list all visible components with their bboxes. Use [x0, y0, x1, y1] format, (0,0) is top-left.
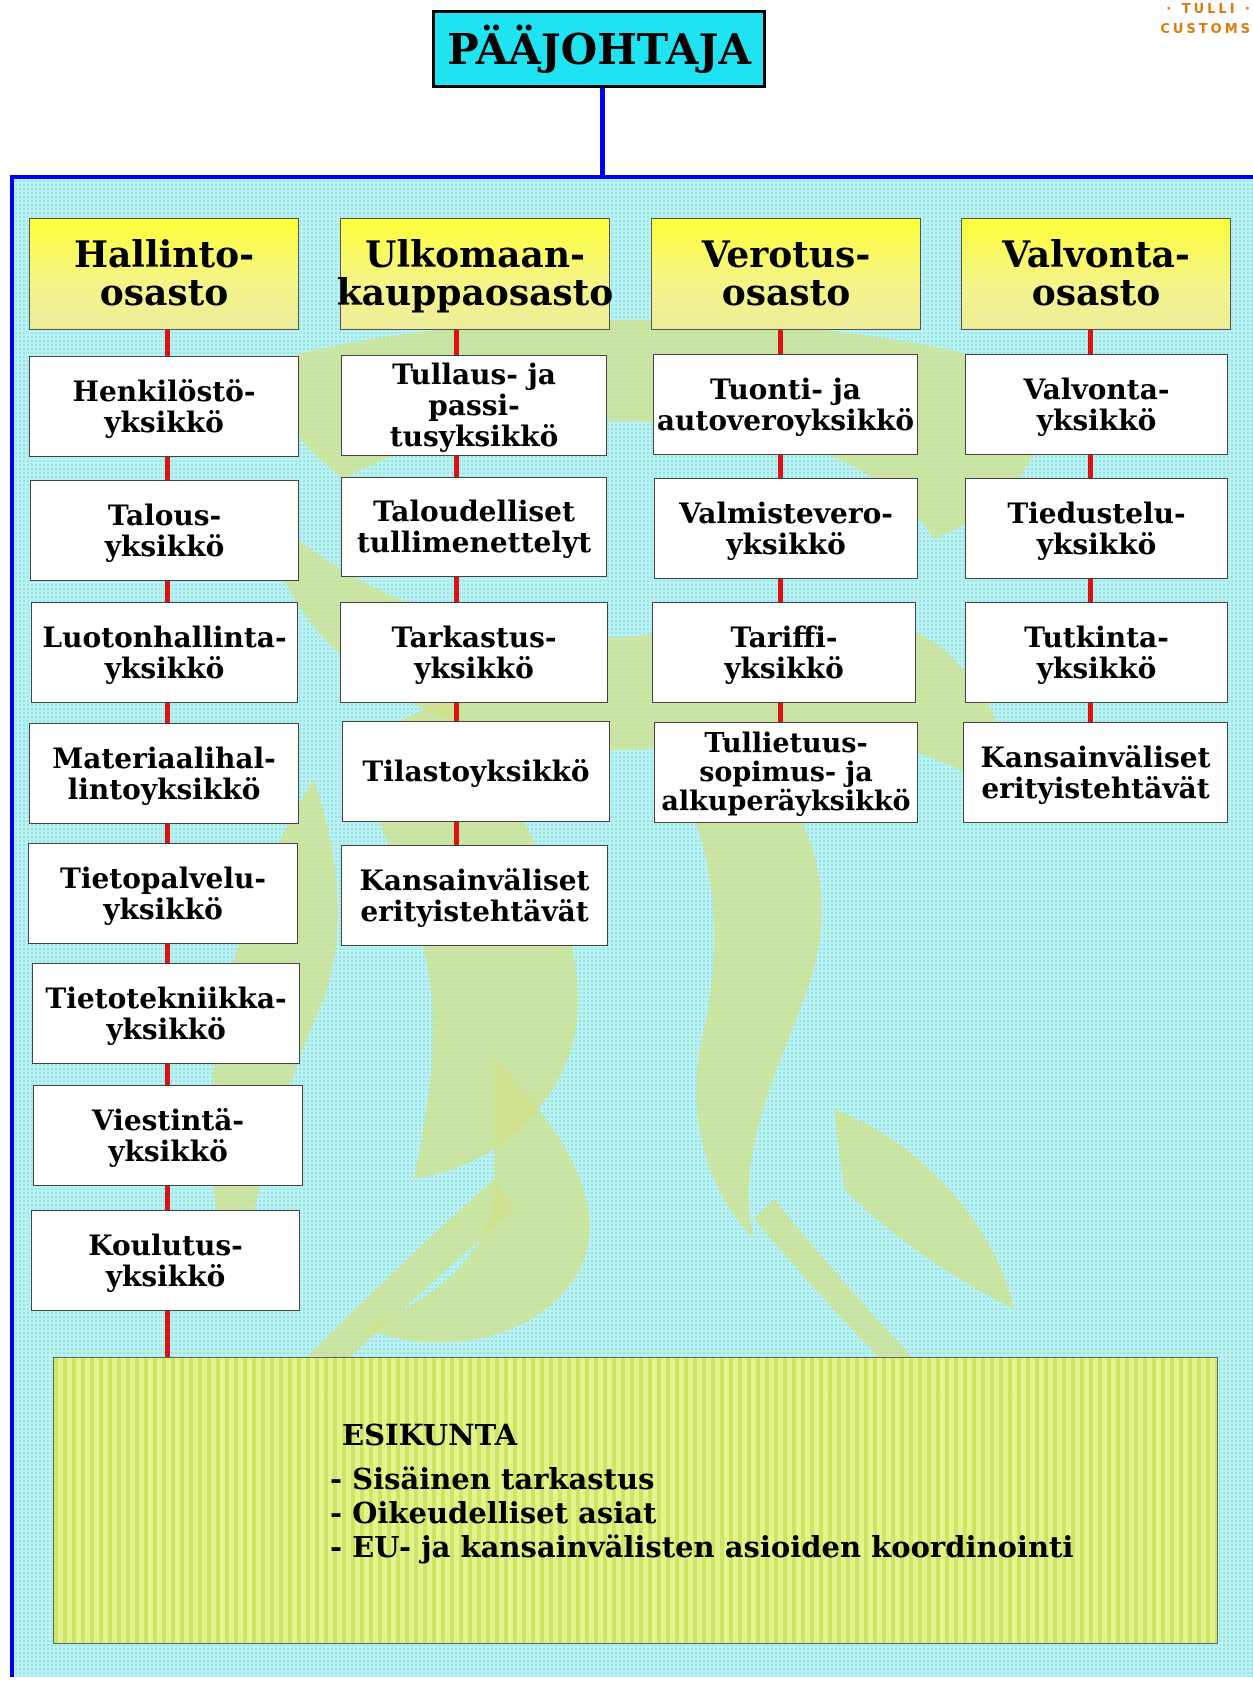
ceo-box: PÄÄJOHTAJA — [432, 10, 766, 88]
customs-logo: · TULLI · CUSTOMS — [1160, 0, 1253, 40]
staff-title: ESIKUNTA — [342, 1418, 518, 1452]
dept-valvonta: Valvonta- osasto — [961, 218, 1231, 330]
unit-kansainvaliset-valvonta: Kansainväliset erityistehtävät — [963, 722, 1228, 823]
unit-tietotekniikka: Tietotekniikka- yksikkö — [32, 963, 300, 1064]
staff-item: - Oikeudelliset asiat — [330, 1496, 657, 1530]
unit-talous: Talous- yksikkö — [30, 480, 299, 581]
staff-list: - Sisäinen tarkastus - Oikeudelliset asi… — [330, 1462, 1073, 1564]
unit-tietopalvelu: Tietopalvelu- yksikkö — [28, 843, 298, 944]
ceo-title: PÄÄJOHTAJA — [447, 24, 751, 74]
unit-luotonhallinta: Luotonhallinta- yksikkö — [31, 602, 298, 703]
unit-materiaalihallinto: Materiaalihal- lintoyksikkö — [29, 723, 299, 824]
unit-tullietuus-alkupera: Tullietuus- sopimus- ja alkuperäyksikkö — [654, 722, 918, 823]
staff-item: - EU- ja kansainvälisten asioiden koordi… — [330, 1530, 1074, 1564]
unit-tariffi: Tariffi- yksikkö — [652, 602, 916, 703]
unit-koulutus: Koulutus- yksikkö — [31, 1210, 300, 1311]
unit-valmistevero: Valmistevero- yksikkö — [654, 478, 918, 579]
unit-taloudelliset-tullimenettelyt: Taloudelliset tullimenettelyt — [341, 477, 607, 577]
unit-tullaus-passitus: Tullaus- ja passi- tusyksikkö — [341, 355, 607, 456]
staff-box — [53, 1357, 1218, 1644]
unit-tilasto: Tilastoyksikkö — [342, 721, 610, 822]
unit-valvonta: Valvonta- yksikkö — [965, 354, 1228, 455]
dept-hallinto: Hallinto- osasto — [29, 218, 299, 330]
unit-henkilosto: Henkilöstö- yksikkö — [29, 356, 299, 457]
unit-tutkinta: Tutkinta- yksikkö — [965, 602, 1228, 703]
unit-tuonti-autovero: Tuonti- ja autoveroyksikkö — [653, 354, 918, 455]
unit-viestinta: Viestintä- yksikkö — [33, 1085, 303, 1186]
logo-line-2: CUSTOMS — [1160, 22, 1253, 37]
dept-ulkomaankauppa: Ulkomaan- kauppaosasto — [337, 218, 613, 330]
dept-verotus: Verotus- osasto — [651, 218, 921, 330]
connector-ulkomaan — [454, 328, 459, 848]
ceo-connector — [600, 88, 605, 178]
unit-tiedustelu: Tiedustelu- yksikkö — [965, 478, 1228, 579]
staff-item: - Sisäinen tarkastus — [330, 1462, 655, 1496]
unit-tarkastus: Tarkastus- yksikkö — [340, 602, 608, 703]
logo-line-1: · TULLI · — [1166, 2, 1253, 17]
unit-kansainvaliset-ulkomaan: Kansainväliset erityistehtävät — [341, 845, 608, 946]
